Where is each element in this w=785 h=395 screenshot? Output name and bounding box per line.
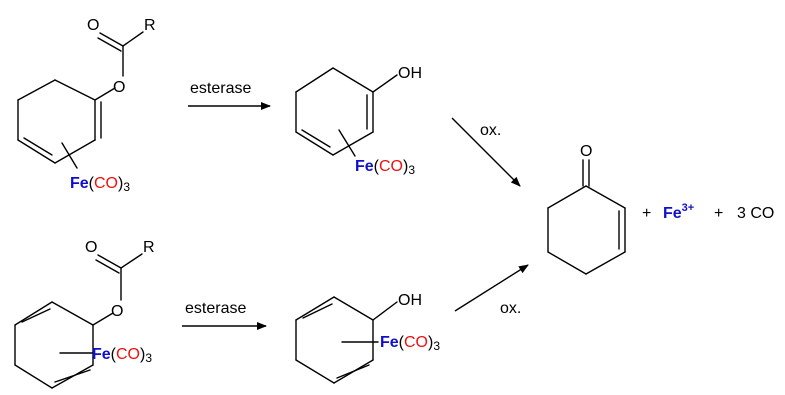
fe-co3-label: Fe(CO)3 [92,346,152,365]
co-close-paren: ) [140,346,145,363]
co-count: 3 [123,180,130,194]
co-byproduct: 3 CO [737,205,774,222]
ox-label: ox. [500,300,521,317]
bottom-oxidation-arrow: ox. [454,264,529,317]
co-open-paren: ( [399,334,405,351]
hydroxyl-label: OH [398,292,422,309]
co-ligand: CO [379,158,403,175]
hydroxyl-label: OH [398,65,422,82]
co-count: 3 [145,351,152,365]
fe-co3-label: Fe(CO)3 [70,175,130,194]
byproducts: + Fe3+ + 3 CO [642,202,774,222]
fe3-symbol: Fe [663,205,682,222]
r-group-label: R [144,17,156,34]
r-group-label: R [143,239,155,256]
co-open-paren: ( [111,346,117,363]
top-dienol-complex: OH Fe(CO)3 [295,65,422,177]
co-coefficient: 3 [737,205,746,222]
co-open-paren: ( [374,158,380,175]
fe-symbol: Fe [380,334,399,351]
bottom-ester-complex: O R O Fe(CO)3 [14,239,155,389]
co-ligand: CO [116,346,140,363]
bottom-dienol-complex: OH Fe(CO)3 [295,292,440,384]
co-open-paren: ( [89,175,95,192]
co-ligand: CO [404,334,428,351]
fe3-charge: 3+ [682,202,695,214]
co-ligand: CO [94,175,118,192]
plus-sign: + [714,205,723,222]
fe-symbol: Fe [92,346,111,363]
co-close-paren: ) [403,158,408,175]
top-esterase-arrow: esterase [188,80,271,110]
bottom-esterase-arrow: esterase [182,300,267,330]
fe-symbol: Fe [355,158,374,175]
ester-o-label: O [111,303,123,320]
esterase-label: esterase [190,80,251,97]
co-count: 3 [408,163,415,177]
fe-co3-label: Fe(CO)3 [380,334,440,353]
cyclohexenone: O [547,143,626,275]
top-oxidation-arrow: ox. [451,117,521,187]
fe-symbol: Fe [70,175,89,192]
co-close-paren: ) [118,175,123,192]
fe3-ion: Fe3+ [663,202,694,222]
ox-label: ox. [480,122,501,139]
carbonyl-o-label: O [87,17,99,34]
co-count: 3 [433,339,440,353]
plus-sign: + [642,205,651,222]
ester-o-label: O [113,79,125,96]
ketone-o-label: O [580,143,592,160]
fe-co3-label: Fe(CO)3 [355,158,415,177]
co-close-paren: ) [428,334,433,351]
co-formula: CO [750,205,774,222]
carbonyl-o-label: O [85,239,97,256]
esterase-label: esterase [185,300,246,317]
top-ester-complex: O R O Fe(CO)3 [17,17,156,194]
